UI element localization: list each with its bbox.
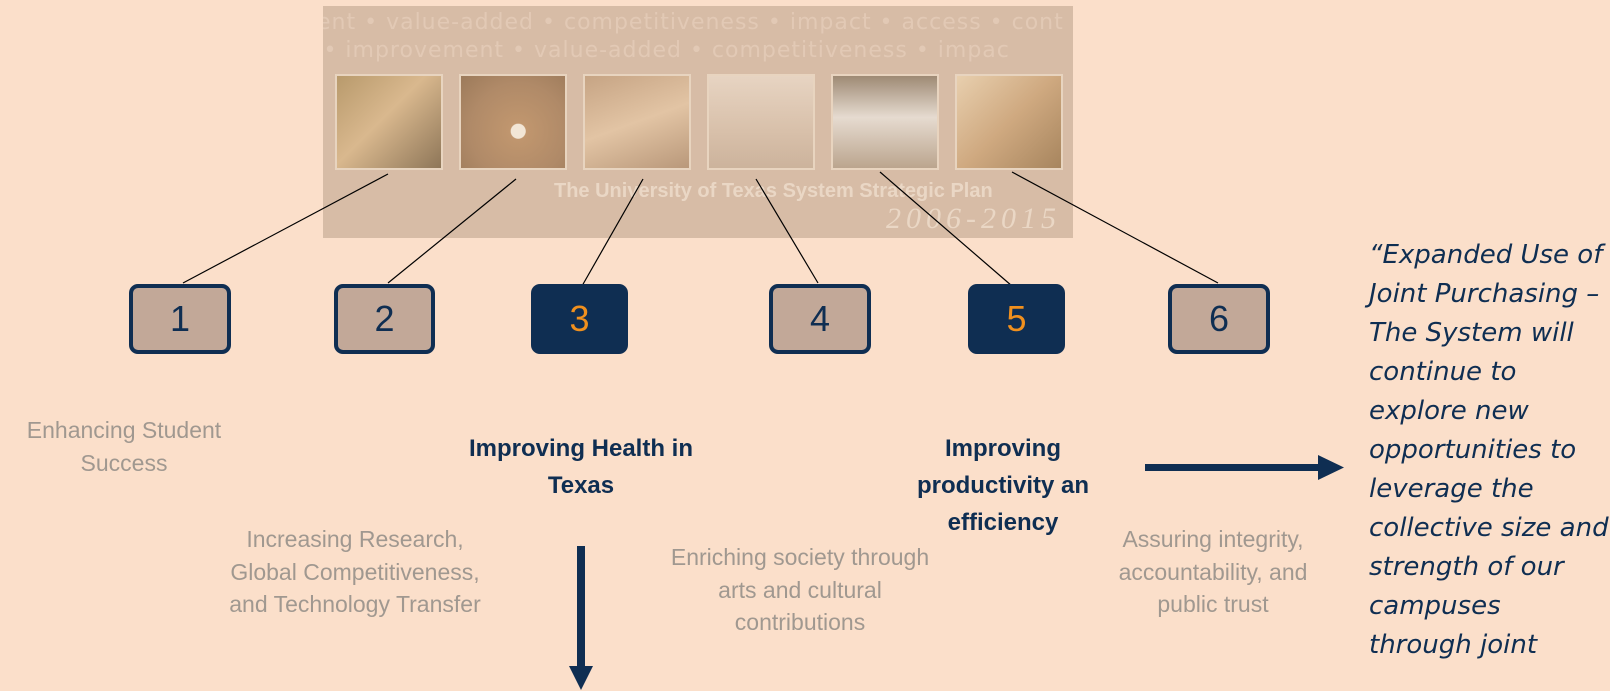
goal-label-4: Enriching society through arts and cultu… [670,544,930,636]
banner-ticker-line-1: ent • value-added • competitiveness • im… [323,10,1064,35]
goal-box-1: 1 [129,284,231,354]
goal-box-1-number: 1 [169,298,191,339]
strategic-plan-banner: ent • value-added • competitiveness • im… [323,6,1073,238]
connector-line-1 [182,173,389,284]
banner-photo-graduate [335,74,443,170]
goal-box-4: 4 [769,284,871,354]
banner-ticker-line-2: s • improvement • value-added • competit… [323,38,1010,63]
goal-box-3: 3 [531,284,628,354]
banner-plan-title: The University of Texas System Strategic… [554,180,993,202]
banner-plan-years: 2006-2015 [886,202,1061,235]
banner-photo-scientist [459,74,567,170]
goal-box-5: 5 [968,284,1065,354]
goal-box-6: 6 [1168,284,1270,354]
banner-photo-workspace [831,74,939,170]
goal-box-4-number: 4 [809,298,831,339]
goal-label-3: Improving Health in Texas [468,435,693,500]
banner-photo-child [955,74,1063,170]
connector-line-6 [1011,171,1219,284]
goal-label-6: Assuring integrity, accountability, and … [1118,526,1308,618]
connector-line-2 [387,178,517,284]
goal-label-5: Improving productivity an efficiency [916,435,1090,537]
goal-box-6-number: 6 [1208,298,1230,339]
goal-label-1: Enhancing Student Success [26,417,222,476]
joint-purchasing-quote: “Expanded Use of Joint Purchasing – The … [1369,240,1609,660]
arrow-right [1145,455,1344,480]
banner-photo-hands [583,74,691,170]
goal-box-2-number: 2 [374,298,395,339]
connector-line-3 [581,178,644,287]
goal-box-5-number: 5 [1006,298,1027,339]
arrow-down [569,546,593,690]
connector-line-5 [879,171,1013,287]
goal-label-2: Increasing Research, Global Competitiven… [229,526,481,618]
banner-photo-gallery [707,74,815,170]
connector-line-4 [755,178,819,284]
goal-box-2: 2 [334,284,435,354]
goal-box-3-number: 3 [569,298,590,339]
